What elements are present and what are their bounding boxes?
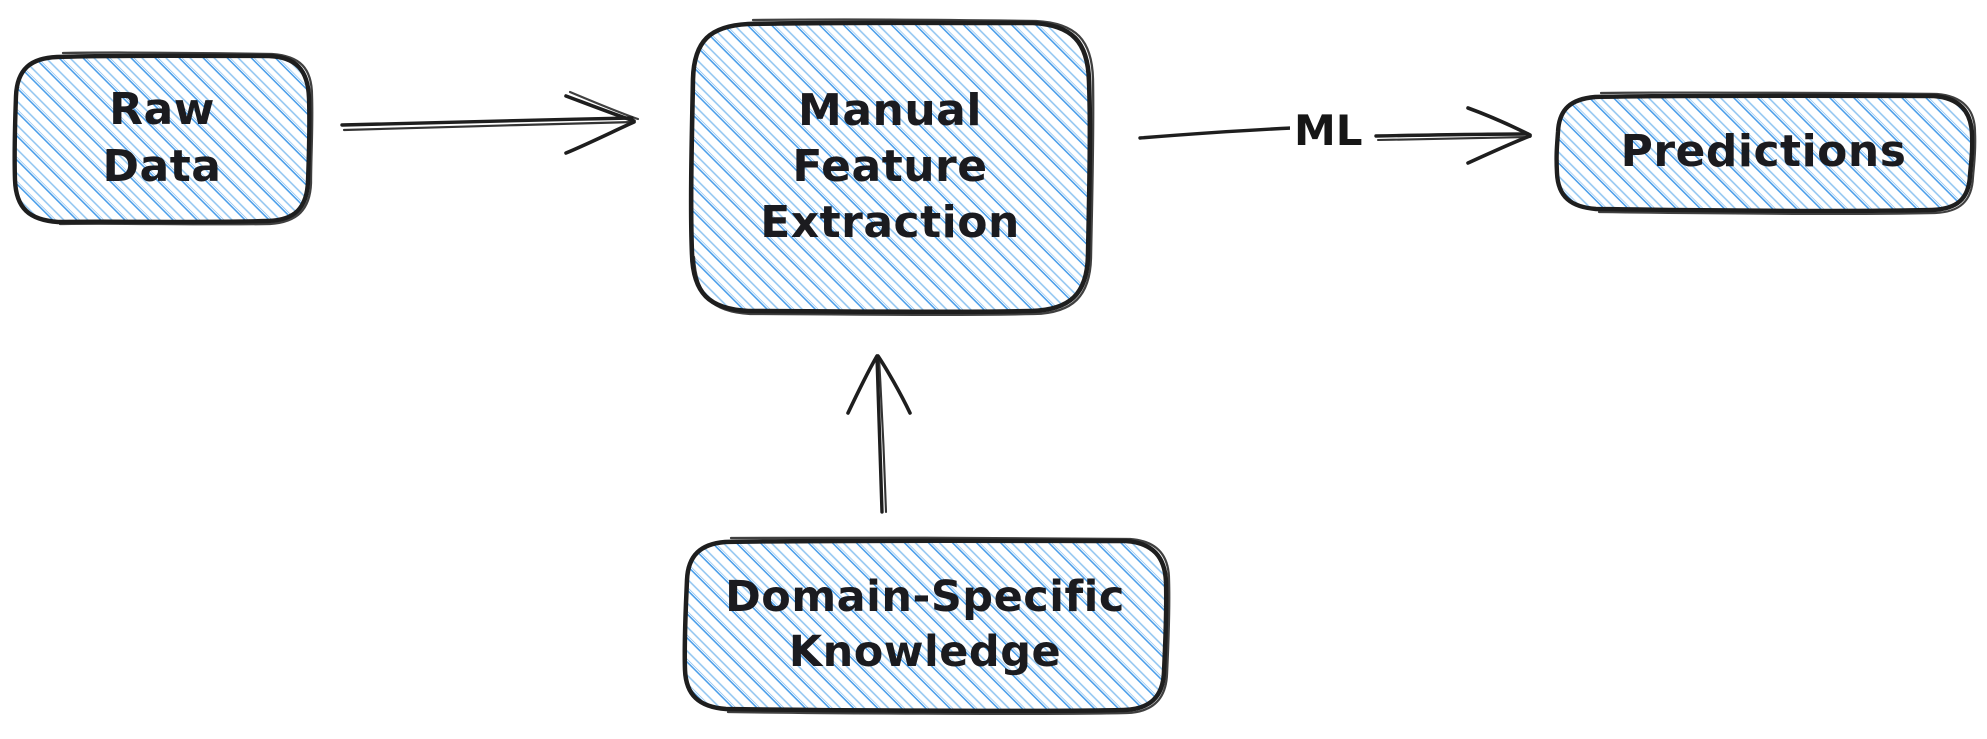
- arrowhead-icon-right: [876, 354, 912, 415]
- node-predictions[interactable]: [1554, 91, 1977, 215]
- arrowhead-icon: [564, 94, 636, 123]
- node-manual-feature-extraction-border-2: [692, 18, 1095, 317]
- edge-line-2: [342, 120, 636, 132]
- edge-line: [340, 116, 634, 127]
- node-domain-specific-knowledge-fill-2: [685, 540, 1166, 710]
- edge-line: [875, 355, 884, 514]
- edge-manual-feature-extraction-to-predictions[interactable]: [1138, 106, 1532, 165]
- node-predictions-fill-2: [1556, 95, 1972, 210]
- arrowhead-icon-left: [846, 354, 879, 415]
- edge-domain-specific-knowledge-to-manual-feature-extraction[interactable]: [846, 354, 912, 514]
- arrowhead-icon: [1466, 106, 1532, 137]
- node-domain-specific-knowledge-border: [682, 538, 1169, 714]
- node-raw-data-fill-2: [15, 55, 310, 222]
- edge-raw-data-to-manual-feature-extraction[interactable]: [340, 90, 640, 155]
- edge-line-right-2: [1376, 135, 1532, 142]
- node-manual-feature-extraction[interactable]: [688, 18, 1095, 317]
- arrowhead-icon-lower: [564, 120, 636, 155]
- node-predictions-border-2: [1597, 91, 1977, 215]
- edge-line-left: [1138, 126, 1294, 140]
- node-manual-feature-extraction-border: [688, 20, 1093, 315]
- edge-label-ml: ML: [1290, 110, 1367, 152]
- node-raw-data[interactable]: [12, 51, 314, 226]
- node-manual-feature-extraction-fill-2: [691, 22, 1090, 312]
- node-domain-specific-knowledge-border-2: [726, 536, 1171, 716]
- node-predictions-border: [1554, 93, 1975, 214]
- edge-line-right: [1374, 132, 1530, 138]
- node-raw-data-border-2: [58, 51, 314, 226]
- node-raw-data-border: [12, 53, 312, 225]
- edge-line-2: [877, 356, 888, 514]
- node-domain-specific-knowledge[interactable]: [682, 536, 1171, 716]
- arrowhead-icon-2: [568, 90, 640, 121]
- arrowhead-icon-lower: [1466, 134, 1532, 165]
